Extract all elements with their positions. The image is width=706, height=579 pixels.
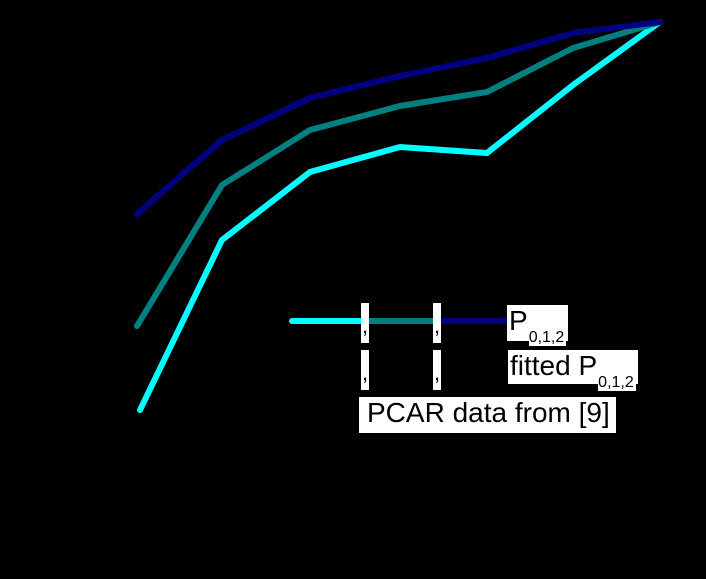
- series-line-2: [134, 19, 663, 217]
- legend-separator-text: ,: [433, 313, 441, 338]
- legend-separator-text: ,: [361, 313, 369, 338]
- legend-row1-label: P0,1,2: [507, 305, 569, 346]
- legend-label-subscript: 0,1,2: [598, 374, 636, 391]
- legend-row1-separator-1: ,: [361, 303, 369, 343]
- legend-source-note: PCAR data from [9]: [367, 397, 610, 428]
- legend-row3-label: PCAR data from [9]: [359, 397, 616, 433]
- legend-separator-text: ,: [361, 360, 369, 385]
- legend-separator-text: ,: [433, 360, 441, 385]
- legend-row2-separator-1: ,: [361, 350, 369, 390]
- legend-label-main: P: [509, 305, 528, 336]
- series-lines: [134, 19, 663, 413]
- series-line-1: [134, 19, 663, 329]
- legend-row2-label: fitted P0,1,2: [508, 350, 638, 391]
- legend-row1-separator-2: ,: [433, 303, 441, 343]
- legend-row2-separator-2: ,: [433, 350, 441, 390]
- legend-label-subscript: 0,1,2: [528, 329, 567, 346]
- legend-label-main: fitted P: [510, 350, 598, 381]
- series-line-0: [137, 19, 663, 413]
